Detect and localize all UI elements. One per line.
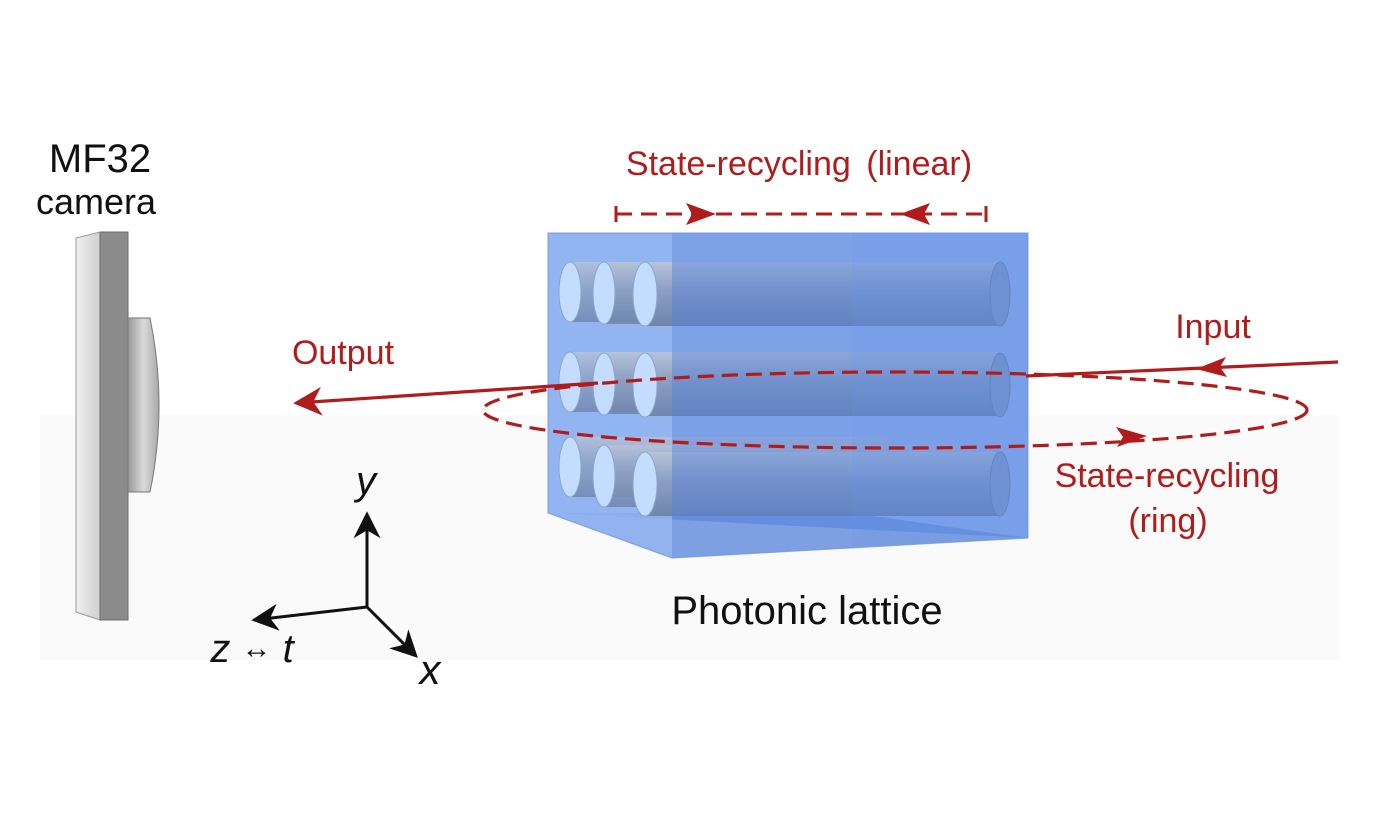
z-axis-label: z (209, 627, 230, 671)
linear-recycling-label: State-recycling (linear) (626, 145, 972, 183)
camera (75, 231, 160, 621)
ring-recycling-loop (481, 370, 1309, 450)
waveguide-end (558, 261, 582, 323)
camera-lens (127, 317, 160, 493)
linear-recycling-label-paren: (linear) (866, 145, 972, 183)
cube-front (547, 232, 1029, 559)
lattice-label: Photonic lattice (671, 589, 942, 633)
waveguide-end (632, 261, 658, 327)
output-beam (293, 381, 599, 416)
waveguide-end (558, 436, 582, 498)
waveguide-end (632, 451, 658, 517)
camera-title: MF32 (49, 137, 151, 181)
linear-recycling (614, 203, 988, 225)
waveguide-row-top (558, 261, 1011, 327)
camera-body-side (99, 231, 129, 621)
linear-recycling-label-main: State-recycling (626, 145, 851, 183)
t-axis-label: t (283, 627, 296, 671)
input-label: Input (1175, 308, 1251, 346)
z-t-equivalence-arrow: ↔ (241, 632, 271, 665)
output-label: Output (292, 334, 395, 372)
coordinate-axes (251, 511, 418, 658)
camera-body-face (75, 231, 101, 621)
cube-right-panel (852, 233, 1028, 548)
waveguide-end (632, 352, 658, 418)
linear-arrowhead-left (900, 203, 930, 225)
waveguide-array (558, 261, 1011, 517)
waveguide (645, 452, 1000, 516)
waveguide-row-middle (558, 351, 1011, 418)
waveguide-end (592, 261, 616, 325)
input-beam-arrowhead (1196, 357, 1227, 377)
ring-arrowhead (1116, 427, 1147, 447)
z-axis-arrow (251, 603, 368, 631)
waveguide (645, 352, 1000, 416)
ring-recycling-label-line1: State-recycling (1055, 457, 1280, 495)
waveguide-far-end (989, 352, 1011, 418)
x-axis-label: x (418, 646, 443, 693)
cube-outline (547, 232, 1029, 559)
linear-arrowhead-right (686, 203, 716, 225)
waveguide-row-bottom (558, 436, 1011, 517)
waveguide (645, 262, 1000, 326)
camera-subtitle: camera (36, 181, 157, 222)
waveguide-end (592, 444, 616, 508)
waveguide-far-end (989, 261, 1011, 327)
cube-front-face (672, 233, 1028, 558)
x-axis-arrow (365, 605, 418, 658)
y-axis-label: y (353, 459, 379, 503)
waveguide-far-end (989, 451, 1011, 517)
input-beam (1025, 360, 1339, 378)
ring-recycling-label-line2: (ring) (1128, 502, 1207, 540)
z-t-axis-label: z ↔ t (209, 623, 295, 671)
waveguide-end (558, 351, 582, 413)
